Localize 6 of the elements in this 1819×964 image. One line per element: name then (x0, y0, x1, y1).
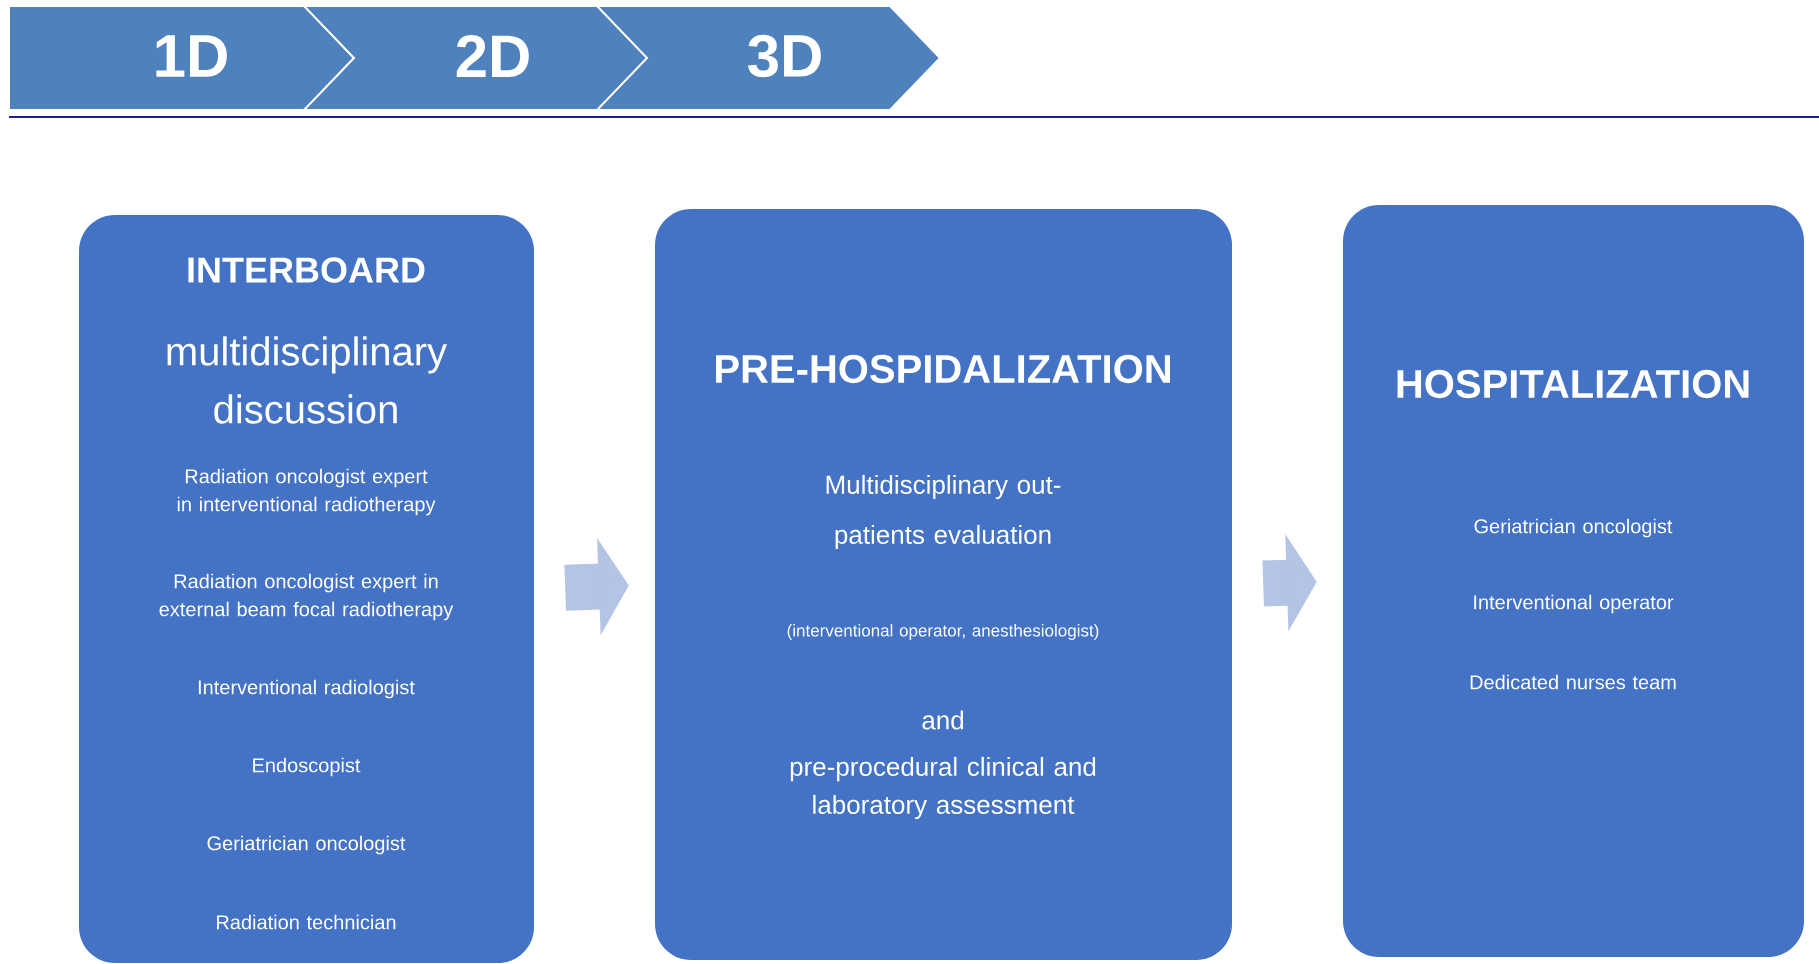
chevron-step: 3D (594, 5, 942, 111)
process-box: INTERBOARD multidisciplinary discussion Radiation oncologist expert in interventional radiotherapy Radiation oncologist expert in external beam focal radiotherapy Interventional radiologist Endoscopist Geriatrician oncologist Radiation technician (79, 215, 534, 963)
process-box: HOSPITALIZATION Geriatrician oncologist Interventional operator Dedicated nurses team (1343, 205, 1805, 957)
chevron-step: 2D (301, 5, 652, 111)
process-box: PRE-HOSPIDALIZATION Multidisciplinary out-patients evaluation (interventional operator, anesthesiologist) and pre-procedural clinical and laboratory assessment (655, 209, 1232, 960)
chevron-step: 1D (8, 5, 356, 111)
